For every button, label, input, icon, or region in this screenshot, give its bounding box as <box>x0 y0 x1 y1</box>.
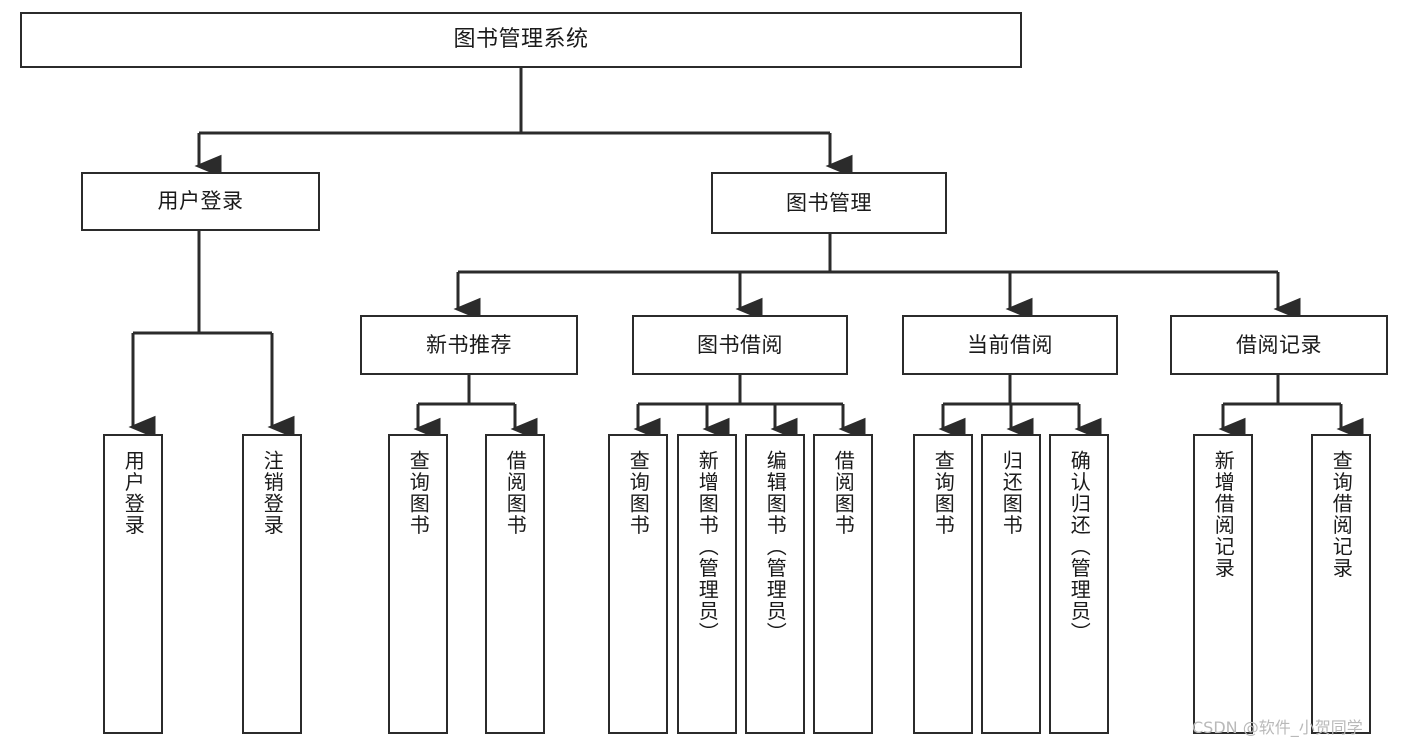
leaf-new-book-borrow[interactable]: 借阅图书 <box>485 434 545 734</box>
node-book-borrow[interactable]: 图书借阅 <box>632 315 848 375</box>
node-book-management[interactable]: 图书管理 <box>711 172 947 234</box>
leaf-records-add[interactable]: 新增借阅记录 <box>1193 434 1253 734</box>
leaf-current-query-book[interactable]: 查询图书 <box>913 434 973 734</box>
node-label: 归还图书 <box>999 450 1024 536</box>
node-label: 确认归还（管理员） <box>1067 450 1092 644</box>
node-label: 查询借阅记录 <box>1329 450 1354 579</box>
leaf-user-login[interactable]: 用户登录 <box>103 434 163 734</box>
node-current-borrow[interactable]: 当前借阅 <box>902 315 1118 375</box>
node-label: 新增借阅记录 <box>1211 450 1236 579</box>
node-borrow-records[interactable]: 借阅记录 <box>1170 315 1388 375</box>
node-label: 用户登录 <box>157 189 244 214</box>
leaf-new-book-query[interactable]: 查询图书 <box>388 434 448 734</box>
node-new-book-recommend[interactable]: 新书推荐 <box>360 315 578 375</box>
node-label: 当前借阅 <box>967 332 1053 357</box>
node-label: 图书管理系统 <box>453 26 589 52</box>
node-label: 查询图书 <box>931 450 956 536</box>
leaf-borrow-query-book[interactable]: 查询图书 <box>608 434 668 734</box>
leaf-logout[interactable]: 注销登录 <box>242 434 302 734</box>
node-user-login[interactable]: 用户登录 <box>81 172 320 231</box>
leaf-current-confirm-return-admin[interactable]: 确认归还（管理员） <box>1049 434 1109 734</box>
node-label: 借阅记录 <box>1236 332 1322 357</box>
node-label: 查询图书 <box>626 450 651 536</box>
node-label: 查询图书 <box>406 450 431 536</box>
leaf-borrow-borrow-book[interactable]: 借阅图书 <box>813 434 873 734</box>
node-label: 图书借阅 <box>697 332 783 357</box>
node-label: 编辑图书（管理员） <box>763 450 788 644</box>
leaf-records-query[interactable]: 查询借阅记录 <box>1311 434 1371 734</box>
node-label: 注销登录 <box>260 450 285 536</box>
node-label: 借阅图书 <box>503 450 528 536</box>
node-label: 图书管理 <box>786 190 872 215</box>
node-label: 借阅图书 <box>831 450 856 536</box>
node-root-system[interactable]: 图书管理系统 <box>20 12 1022 68</box>
leaf-borrow-edit-book-admin[interactable]: 编辑图书（管理员） <box>745 434 805 734</box>
node-label: 新书推荐 <box>426 332 512 357</box>
leaf-borrow-add-book-admin[interactable]: 新增图书（管理员） <box>677 434 737 734</box>
node-label: 用户登录 <box>121 450 146 536</box>
leaf-current-return-book[interactable]: 归还图书 <box>981 434 1041 734</box>
csdn-watermark: CSDN @软件_小贺同学 <box>1192 718 1363 737</box>
node-label: 新增图书（管理员） <box>695 450 720 644</box>
